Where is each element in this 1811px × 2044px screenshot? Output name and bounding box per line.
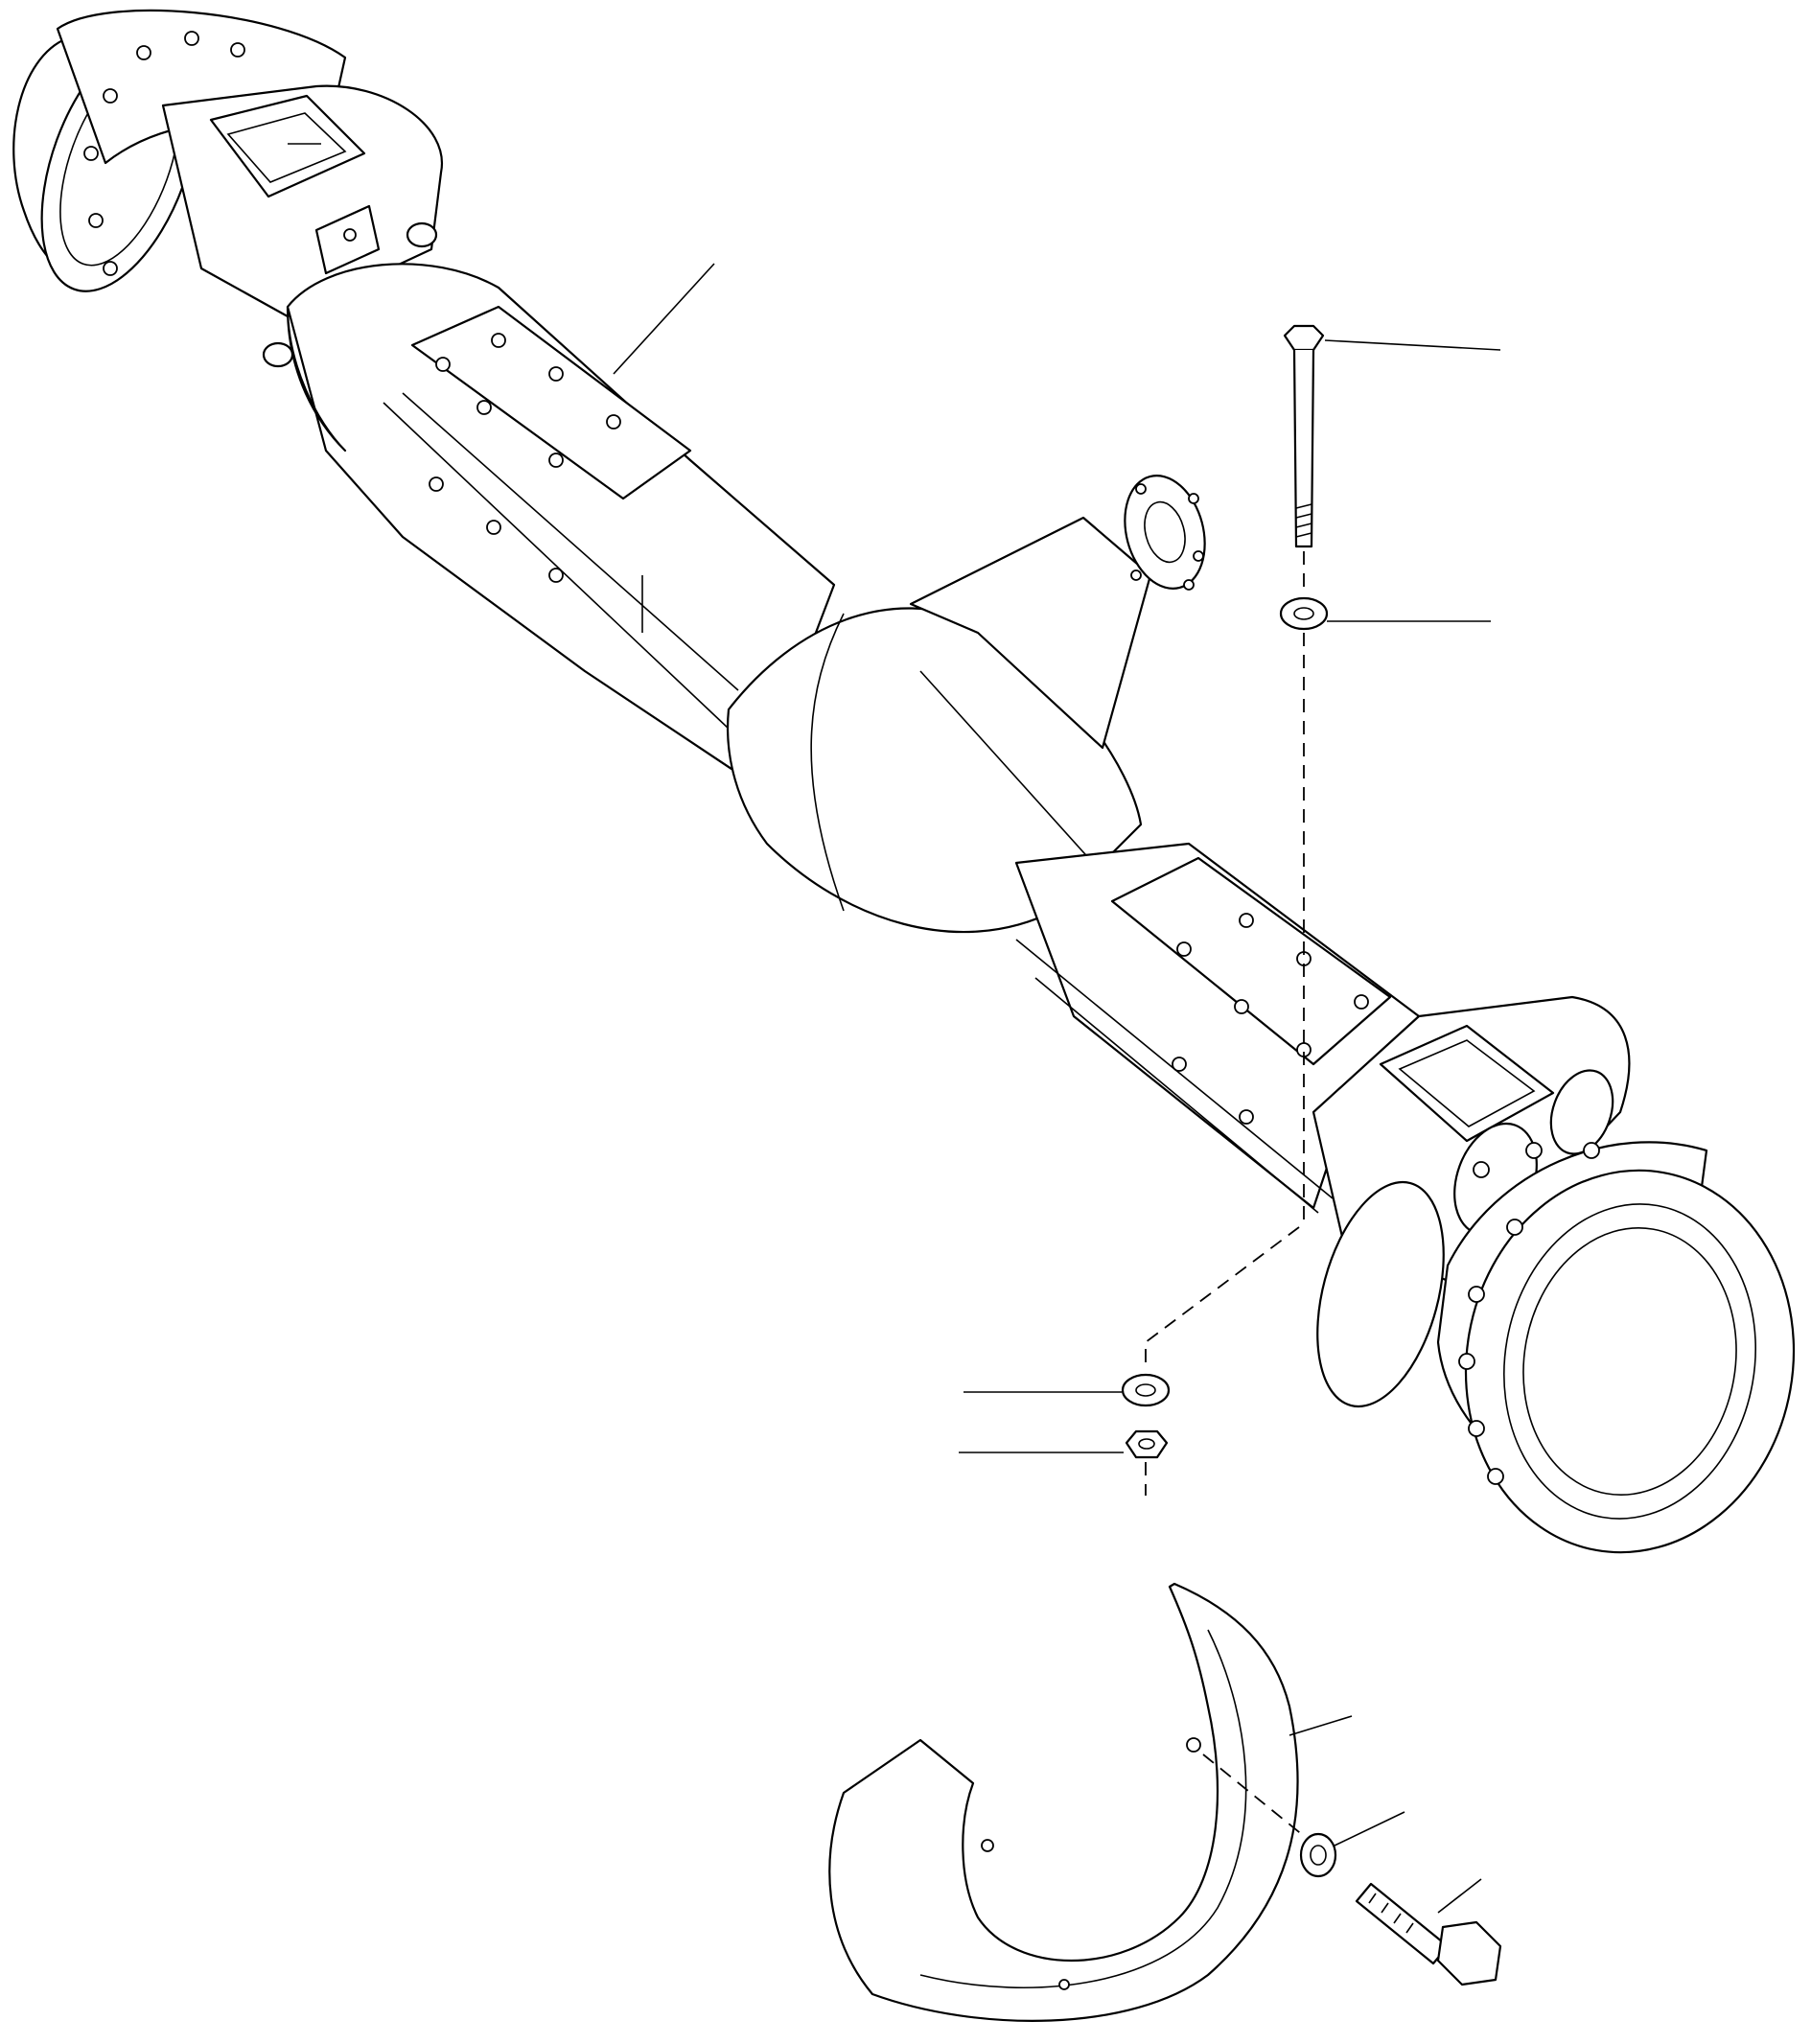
guard-bolt (1357, 1884, 1500, 1985)
bolt-washer (1281, 598, 1327, 629)
leader-guard-bolt (1438, 1879, 1481, 1913)
lock-washer (1301, 1834, 1335, 1876)
assembly-centerlines (1146, 551, 1304, 1836)
hex-nut (1126, 1431, 1167, 1457)
callout-leaders (614, 264, 1500, 1913)
leader-lock-washer (1335, 1812, 1405, 1846)
leader-mounting-bolt (1325, 340, 1500, 350)
mounting-bolt (1285, 326, 1323, 546)
leader-axle-housing (614, 264, 714, 374)
leader-brake-guard (1289, 1716, 1352, 1735)
differential-housing (728, 467, 1217, 932)
brake-guard-cover (829, 1584, 1297, 2021)
left-spring-pad (163, 86, 442, 366)
axle-housing-left-arm (288, 264, 834, 786)
right-wheel-hub (1295, 1142, 1811, 1578)
lower-washer (1123, 1375, 1169, 1405)
